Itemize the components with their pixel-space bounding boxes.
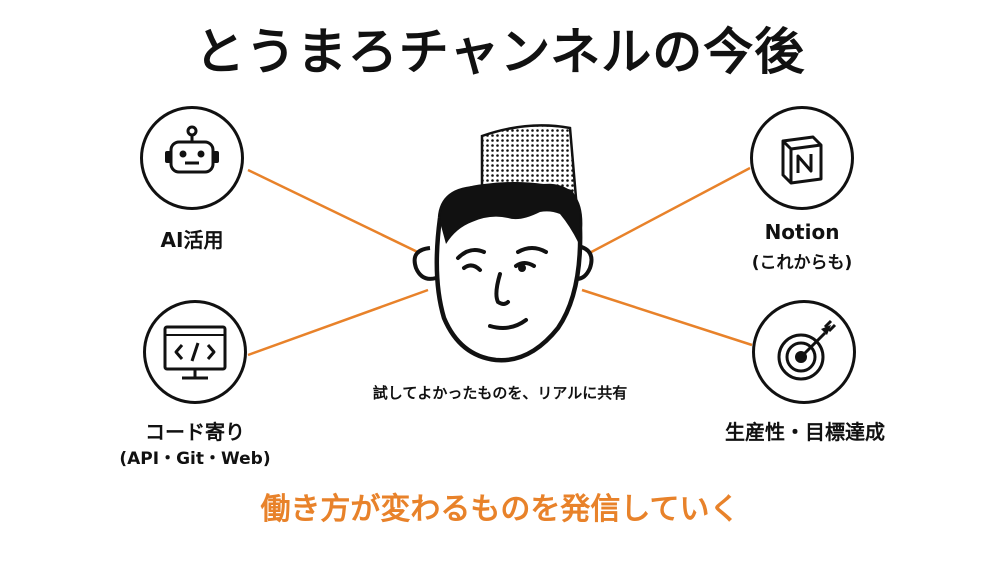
tagline: 働き方が変わるものを発信していく bbox=[260, 492, 740, 527]
productivity-label: 生産性・目標達成 bbox=[725, 420, 885, 444]
man-face-with-hat-icon bbox=[412, 124, 594, 363]
notion-node bbox=[750, 106, 854, 210]
code-node bbox=[143, 300, 247, 404]
connector-code bbox=[247, 288, 429, 357]
ai-node bbox=[140, 106, 244, 210]
target-arrow-icon bbox=[777, 319, 837, 381]
ai-label: AI活用 bbox=[160, 228, 224, 252]
monitor-code-icon bbox=[163, 325, 227, 380]
connector-productivity bbox=[581, 288, 753, 347]
robot-icon bbox=[165, 125, 219, 174]
center-caption: 試してよかったものを、リアルに共有 bbox=[372, 384, 628, 402]
notion-logo-icon bbox=[781, 135, 823, 185]
code-sub-label: (API・Git・Web) bbox=[119, 449, 271, 469]
connector-notion bbox=[579, 166, 751, 260]
connector-ai bbox=[247, 168, 431, 260]
page-title: とうまろチャンネルの今後 bbox=[194, 23, 806, 81]
center-portrait bbox=[400, 118, 600, 382]
code-label: コード寄り bbox=[145, 420, 245, 444]
notion-sub-label: (これからも) bbox=[751, 253, 853, 273]
productivity-node bbox=[752, 300, 856, 404]
notion-label: Notion bbox=[764, 220, 840, 244]
